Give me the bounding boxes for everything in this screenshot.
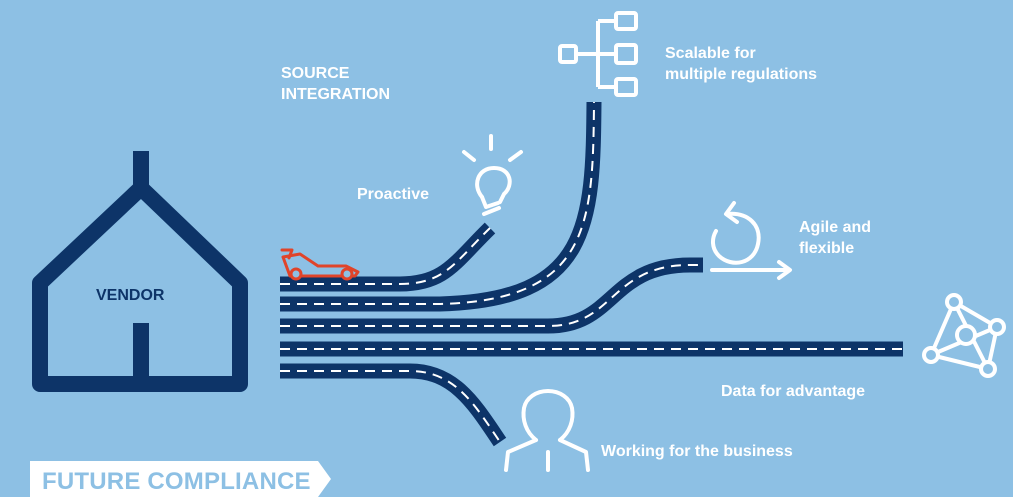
race-car-icon [280, 248, 360, 281]
lane-markings [280, 101, 903, 443]
house-outline [32, 151, 248, 392]
vendor-label: VENDOR [96, 287, 165, 304]
person-icon [504, 389, 590, 472]
agile-line-2: flexible [799, 240, 855, 257]
road-working [280, 363, 507, 447]
source-integration-label: SOURCE INTEGRATION [281, 63, 390, 105]
org-chart-icon [558, 11, 638, 97]
network-graph-icon [922, 293, 1006, 378]
proactive-label: Proactive [357, 186, 430, 203]
vendor-house [32, 151, 248, 392]
future-compliance-banner-text: FUTURE COMPLIANCE [42, 468, 311, 495]
agile-line-1: Agile and [799, 219, 872, 236]
banner-shape [30, 461, 331, 497]
data-advantage-label: Data for advantage [721, 383, 866, 400]
working-business-label: Working for the business [601, 443, 793, 460]
scalable-label: Scalable for multiple regulations [665, 43, 817, 85]
lane-marking-proactive [280, 227, 491, 285]
scalable-line-1: Scalable for [665, 45, 756, 62]
lightbulb-icon [462, 134, 523, 216]
lane-marking-scalable [280, 101, 595, 305]
source-integration-line-1: SOURCE [281, 65, 350, 82]
agile-label: Agile and flexible [799, 217, 871, 259]
cycle-arrow-icon [710, 201, 792, 280]
scalable-line-2: multiple regulations [665, 66, 818, 83]
source-integration-line-2: INTEGRATION [281, 86, 391, 103]
lane-marking-agile [280, 264, 703, 327]
